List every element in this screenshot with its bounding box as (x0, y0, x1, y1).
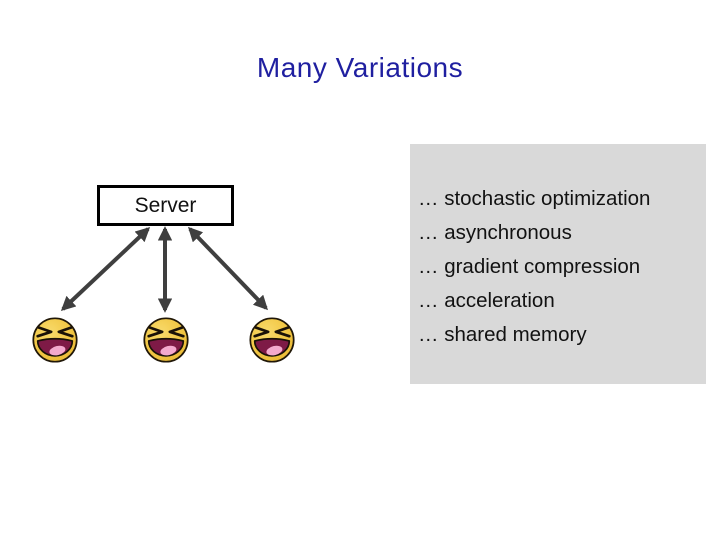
variations-panel: … stochastic optimization … asynchronous… (410, 144, 706, 384)
slide-title: Many Variations (256, 52, 464, 83)
variations-list: … stochastic optimization … asynchronous… (410, 144, 706, 352)
variation-item: … shared memory (418, 323, 587, 346)
arrow-server-worker-1 (60, 227, 151, 311)
variation-item: … asynchronous (418, 221, 572, 244)
variation-item: … stochastic optimization (418, 187, 651, 210)
variation-item: … gradient compression (418, 255, 641, 278)
variation-item: … acceleration (418, 289, 555, 312)
server-label: Server (134, 193, 197, 217)
worker-laughing-smiley-icon-2 (142, 316, 190, 364)
worker-laughing-smiley-icon-1 (31, 316, 79, 364)
server-box: Server (97, 185, 234, 226)
arrow-server-worker-3 (188, 226, 268, 311)
worker-laughing-smiley-icon-3 (248, 316, 296, 364)
